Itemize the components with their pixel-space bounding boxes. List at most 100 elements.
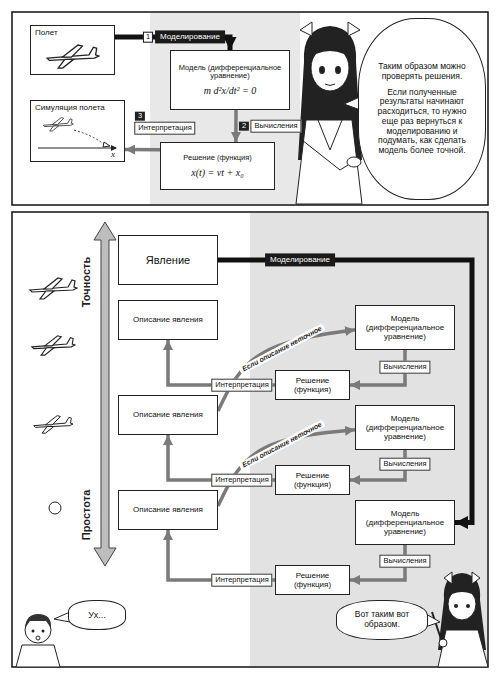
node-text: Решение (функция) (183, 154, 251, 163)
node-text: Таким образом можно проверять решения. (372, 62, 472, 82)
girl-figure (319, 66, 325, 74)
boy-figure (42, 630, 45, 633)
glider-sketches (49, 502, 61, 514)
edge-label: Если описание неточное (238, 419, 326, 471)
bottom-panel (12, 212, 488, 667)
glider-sketches (30, 278, 77, 514)
callout-number: 2 (239, 122, 249, 131)
edge-label: Вычисления (250, 120, 301, 133)
edge-label: Интерпретация (211, 574, 272, 587)
solution-box: Решение (функция) (275, 465, 350, 495)
node-text: Описание явления (133, 315, 203, 324)
solution-box: Решение (функция) (275, 370, 350, 400)
top-panel (150, 13, 300, 204)
boy-figure (16, 645, 60, 667)
edge-label: Вычисления (379, 555, 430, 568)
girl-figure (444, 572, 480, 584)
edge-label: Если описание неточное (238, 323, 326, 375)
top-panel (12, 12, 488, 205)
edge-label: Моделирование (155, 30, 225, 43)
edge-label: Вычисления (379, 361, 430, 374)
node-text: Решение (функция) (279, 571, 346, 589)
girl-figure (454, 604, 458, 608)
description-box: Описание явления (118, 395, 218, 435)
picture-box: Симуляция полета (30, 100, 125, 162)
phenomenon-box: Явление (118, 235, 218, 285)
girl-figure (335, 66, 341, 74)
bottom-panel (12, 212, 488, 667)
edge-label: Интерпретация (134, 122, 195, 135)
model-box: Модель (дифференциальное уравнение) (355, 305, 455, 350)
node-text: Решение (функция) (279, 376, 346, 394)
flow-arrow (125, 148, 160, 152)
node-body: Если полученные результаты начинают расх… (372, 88, 472, 156)
scale-arrow (94, 222, 116, 566)
node-text: Симуляция полета (35, 103, 105, 112)
node-text: Модель (дифференциальное уравнение) (359, 414, 451, 442)
description-box: Описание явления (118, 300, 218, 340)
node-text: Описание явления (133, 505, 203, 514)
node-text: Решение (функция) (279, 471, 346, 489)
top-panel (12, 12, 488, 205)
callout-number: 1 (143, 32, 153, 43)
node-text: Полет (35, 28, 58, 37)
girl-figure (296, 22, 362, 204)
node-text: Описание явления (133, 410, 203, 419)
glider-sketches (32, 336, 75, 355)
node-body: m d²x/dt² = 0 (204, 85, 256, 97)
boy-figure (25, 614, 51, 628)
simulation-graph (103, 142, 110, 147)
glider-icon (47, 45, 99, 68)
girl-figure (300, 22, 360, 36)
speech-bubble: Таким образом можно проверять решения. Ес… (358, 18, 486, 200)
girl-figure (347, 157, 361, 167)
simulation-graph (74, 130, 106, 146)
model-box: Модель (дифференциальное уравнение) m d²x… (170, 50, 290, 110)
speech-bubble: Вот таким вот образом. (336, 600, 428, 640)
boy-figure (36, 636, 40, 640)
girl-figure (302, 140, 356, 170)
scale-arrow (94, 222, 116, 566)
axis-label: x (111, 149, 115, 159)
simulation-graph (43, 118, 73, 131)
scale-label: Точность (80, 257, 93, 307)
simulation-graph (38, 147, 116, 148)
model-box: Модель (дифференциальное уравнение) (355, 500, 455, 545)
glider-sketches (30, 278, 77, 299)
node-text: Ух... (88, 610, 105, 620)
boy-figure (32, 630, 35, 633)
solution-box: Решение (функция) x(t) = vt + x₀ (160, 142, 275, 190)
girl-figure (318, 120, 342, 150)
flow-arrow (168, 530, 275, 580)
girl-figure (296, 120, 362, 204)
girl-figure (438, 630, 488, 667)
girl-figure (439, 639, 447, 647)
girl-figure (311, 40, 349, 62)
edge-label: Вычисления (379, 458, 430, 471)
callout-number: 3 (135, 112, 145, 121)
speech-bubble: Ух... (68, 600, 126, 630)
girl-figure (325, 84, 335, 86)
node-text: Модель (дифференциальное уравнение) (174, 64, 286, 81)
girl-figure (448, 585, 476, 600)
model-box: Модель (дифференциальное уравнение) (355, 405, 455, 450)
girl-figure (466, 604, 470, 608)
edge-label: Интерпретация (211, 379, 272, 392)
scale-label: Простота (80, 490, 93, 541)
glider-sketches (34, 416, 73, 434)
glider-icon (47, 45, 99, 68)
solution-box: Решение (функция) (275, 565, 350, 595)
node-text: Модель (дифференциальное уравнение) (359, 314, 451, 342)
node-text: Явление (146, 254, 190, 267)
edge-label: Моделирование (265, 253, 335, 266)
flow-arrow (234, 110, 238, 142)
girl-figure (432, 612, 442, 642)
node-body: x(t) = vt + x₀ (191, 167, 244, 179)
girl-figure (425, 572, 488, 667)
edge-label: Интерпретация (211, 474, 272, 487)
node-text: Модель (дифференциальное уравнение) (359, 509, 451, 537)
boy-figure (16, 612, 70, 667)
node-text: Вот таким вот образом. (347, 610, 417, 630)
description-box: Описание явления (118, 490, 218, 530)
